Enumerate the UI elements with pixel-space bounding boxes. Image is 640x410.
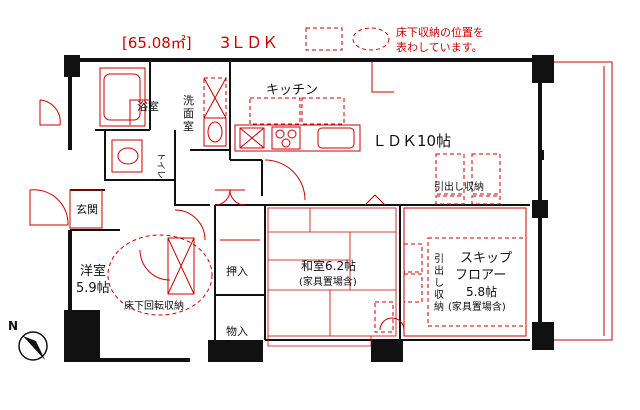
bathroom bbox=[99, 67, 146, 127]
ldk-drawer-storage-label: 引出し収納 bbox=[434, 180, 484, 193]
balcony bbox=[554, 61, 613, 341]
skip-drawer-v5: 納 bbox=[434, 300, 444, 313]
closet-label: 押入 bbox=[226, 264, 248, 278]
japanese-room-note: (家具置場含) bbox=[299, 275, 357, 288]
entrance-area bbox=[69, 189, 103, 229]
legend-text-line1: 床下収納の位置を bbox=[396, 25, 484, 39]
ldk-underfloor-storage bbox=[435, 153, 501, 205]
japanese-underfloor-storage bbox=[374, 301, 394, 333]
toilet-fixture bbox=[111, 139, 143, 173]
washroom-label-2: 面 bbox=[183, 107, 194, 120]
kitchen-partition bbox=[371, 62, 394, 93]
ldk-label: ＬＤＫ10帖 bbox=[372, 132, 451, 150]
compass bbox=[18, 331, 48, 361]
skip-drawer-v2: 出 bbox=[434, 264, 444, 277]
washroom-label-1: 洗 bbox=[183, 94, 194, 107]
legend-circle-symbol bbox=[352, 27, 390, 51]
exterior-walls bbox=[64, 55, 554, 362]
legend-square-symbol bbox=[305, 27, 343, 51]
western-room-size: 5.9帖 bbox=[76, 281, 110, 296]
skip-floor-label-1: スキップ bbox=[460, 251, 512, 266]
bath-label: 浴室 bbox=[137, 99, 159, 113]
western-underfloor-storage bbox=[107, 234, 213, 316]
entrance-label: 玄関 bbox=[76, 202, 98, 216]
skip-floor-label-2: フロアー bbox=[455, 268, 506, 283]
skip-drawer-v4: 収 bbox=[434, 289, 444, 301]
storage-label: 物入 bbox=[226, 324, 248, 338]
washroom-label-3: 室 bbox=[183, 119, 194, 133]
area-label: [65.08㎡] bbox=[122, 34, 192, 52]
legend-text-line2: 表わしています。 bbox=[396, 40, 483, 54]
japanese-room-tatami bbox=[267, 207, 397, 347]
skip-floor-size: 5.8帖 bbox=[466, 284, 497, 299]
layout-type-label: 3ＬＤＫ bbox=[220, 33, 278, 52]
toilet-label: トイレ bbox=[155, 152, 165, 179]
north-indicator: N bbox=[8, 319, 18, 333]
skip-drawer-v1: 引 bbox=[434, 253, 444, 265]
underfloor-rotating-label: 床下回転収納 bbox=[124, 299, 184, 312]
skip-floor-area bbox=[403, 207, 527, 337]
skip-floor-note: (家具置場含) bbox=[448, 300, 506, 313]
skip-drawer-v3: し bbox=[434, 277, 444, 289]
washroom-fixtures bbox=[203, 77, 227, 147]
kitchen-label: キッチン bbox=[266, 83, 318, 98]
western-room-label: 洋室 bbox=[80, 263, 106, 279]
japanese-room-label: 和室6.2帖 bbox=[301, 258, 356, 273]
door-swings bbox=[29, 99, 405, 331]
kitchen-fixtures bbox=[234, 97, 361, 152]
